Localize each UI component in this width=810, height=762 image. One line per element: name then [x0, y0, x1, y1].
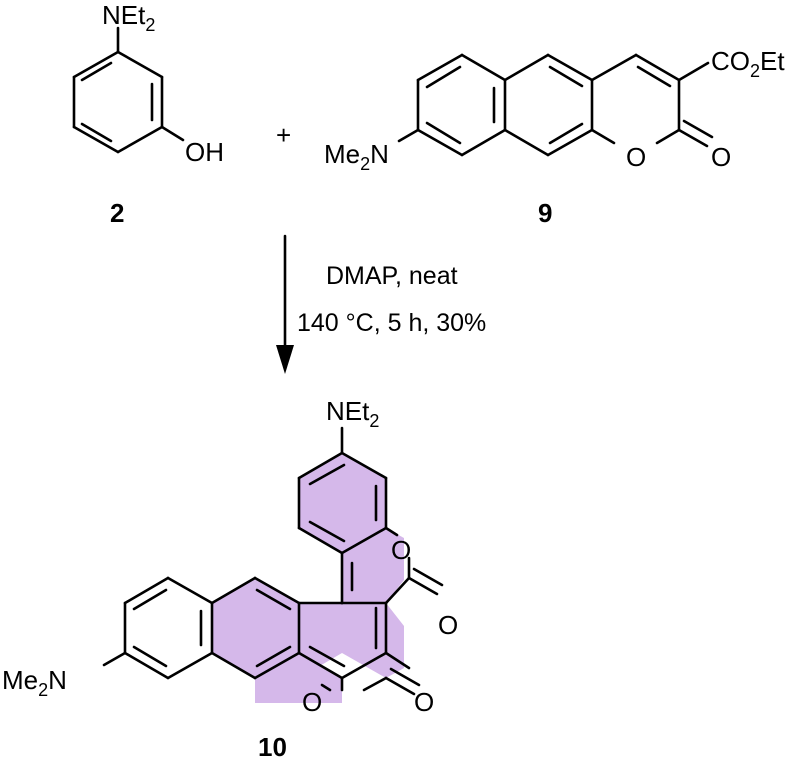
- product-carbonyl-oxygen-lower: O: [414, 687, 434, 717]
- product-carbonyl-oxygen-upper: O: [438, 610, 458, 640]
- product-10-bonds: [102, 426, 444, 696]
- plus-sign: +: [276, 120, 291, 150]
- reactant-9-carbonyl-oxygen: O: [711, 142, 731, 172]
- reactant-2-number: 2: [110, 198, 124, 228]
- reactant-9-amine-label: Me2N: [324, 139, 389, 174]
- reactant-9-bonds: [397, 53, 714, 157]
- conditions-line-2: 140 °C, 5 h, 30%: [297, 309, 486, 337]
- reactant-2-hydroxyl-label: OH: [185, 137, 224, 167]
- reactant-9-number: 9: [538, 198, 552, 228]
- reaction-arrow: [276, 234, 294, 374]
- conditions-line-1: DMAP, neat: [326, 262, 458, 290]
- reactant-9-ring-oxygen: O: [626, 142, 646, 172]
- reactant-9-ester-label: CO2Et: [711, 46, 785, 81]
- product-10-structure: NEt2 O O O O Me2N 10: [2, 396, 458, 762]
- reactant-9-structure: CO2Et Me2N O O 9: [324, 46, 785, 228]
- reactant-2-bonds: [72, 26, 185, 154]
- reactant-2-structure: NEt2 OH 2: [72, 0, 224, 228]
- reactant-2-amine-label: NEt2: [102, 0, 155, 35]
- product-amine-top-label: NEt2: [326, 396, 379, 431]
- product-ring-oxygen-lower: O: [302, 687, 322, 717]
- product-amine-left-label: Me2N: [2, 665, 67, 700]
- product-number: 10: [258, 732, 287, 762]
- product-ring-oxygen-upper: O: [391, 535, 411, 565]
